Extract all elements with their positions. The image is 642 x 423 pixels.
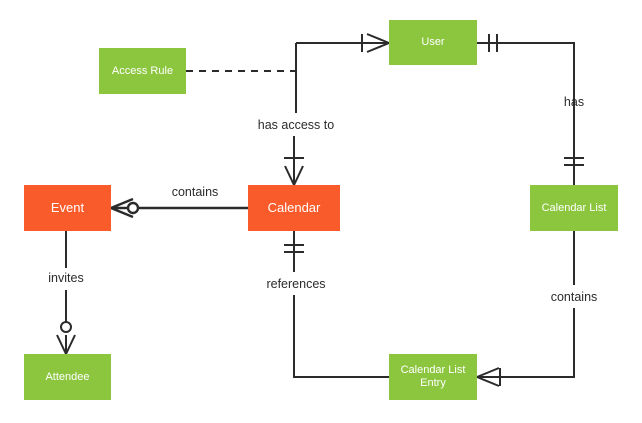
crowfoot-calendar-top: [284, 165, 304, 186]
entity-label: User: [421, 36, 445, 49]
crowfoot-user-left: [366, 33, 390, 53]
edge-user-to-calendar-list: [477, 42, 575, 185]
crowfoot-attendee-top: [56, 334, 76, 355]
entity-event[interactable]: Event: [24, 185, 111, 231]
edge-label-has: has: [563, 95, 585, 109]
edge-calendar-list-lower: [500, 308, 575, 378]
entity-label: Attendee: [45, 370, 90, 383]
entity-label: Calendar: [267, 199, 321, 215]
edge-label-references: references: [266, 277, 326, 291]
circle-attendee-top: [60, 321, 72, 333]
entity-user[interactable]: User: [389, 20, 477, 65]
entity-calendar-list[interactable]: Calendar List: [530, 185, 618, 231]
entity-access-rule[interactable]: Access Rule: [99, 48, 186, 94]
entity-label: Calendar List: [541, 201, 607, 214]
entity-label: Access Rule: [111, 64, 174, 77]
entity-attendee[interactable]: Attendee: [24, 354, 111, 400]
edge-label-has-access-to: has access to: [257, 118, 335, 132]
entity-label: Event: [50, 199, 85, 215]
edge-label-contains-list-entry: contains: [550, 290, 598, 304]
crowfoot-entry-right: [476, 367, 500, 387]
circle-event-right: [126, 201, 140, 215]
edge-calendar-references-lower: [293, 295, 389, 378]
edge-label-invites: invites: [48, 271, 84, 285]
entity-calendar[interactable]: Calendar: [248, 185, 340, 231]
edge-label-contains-event-calendar: contains: [171, 185, 219, 199]
